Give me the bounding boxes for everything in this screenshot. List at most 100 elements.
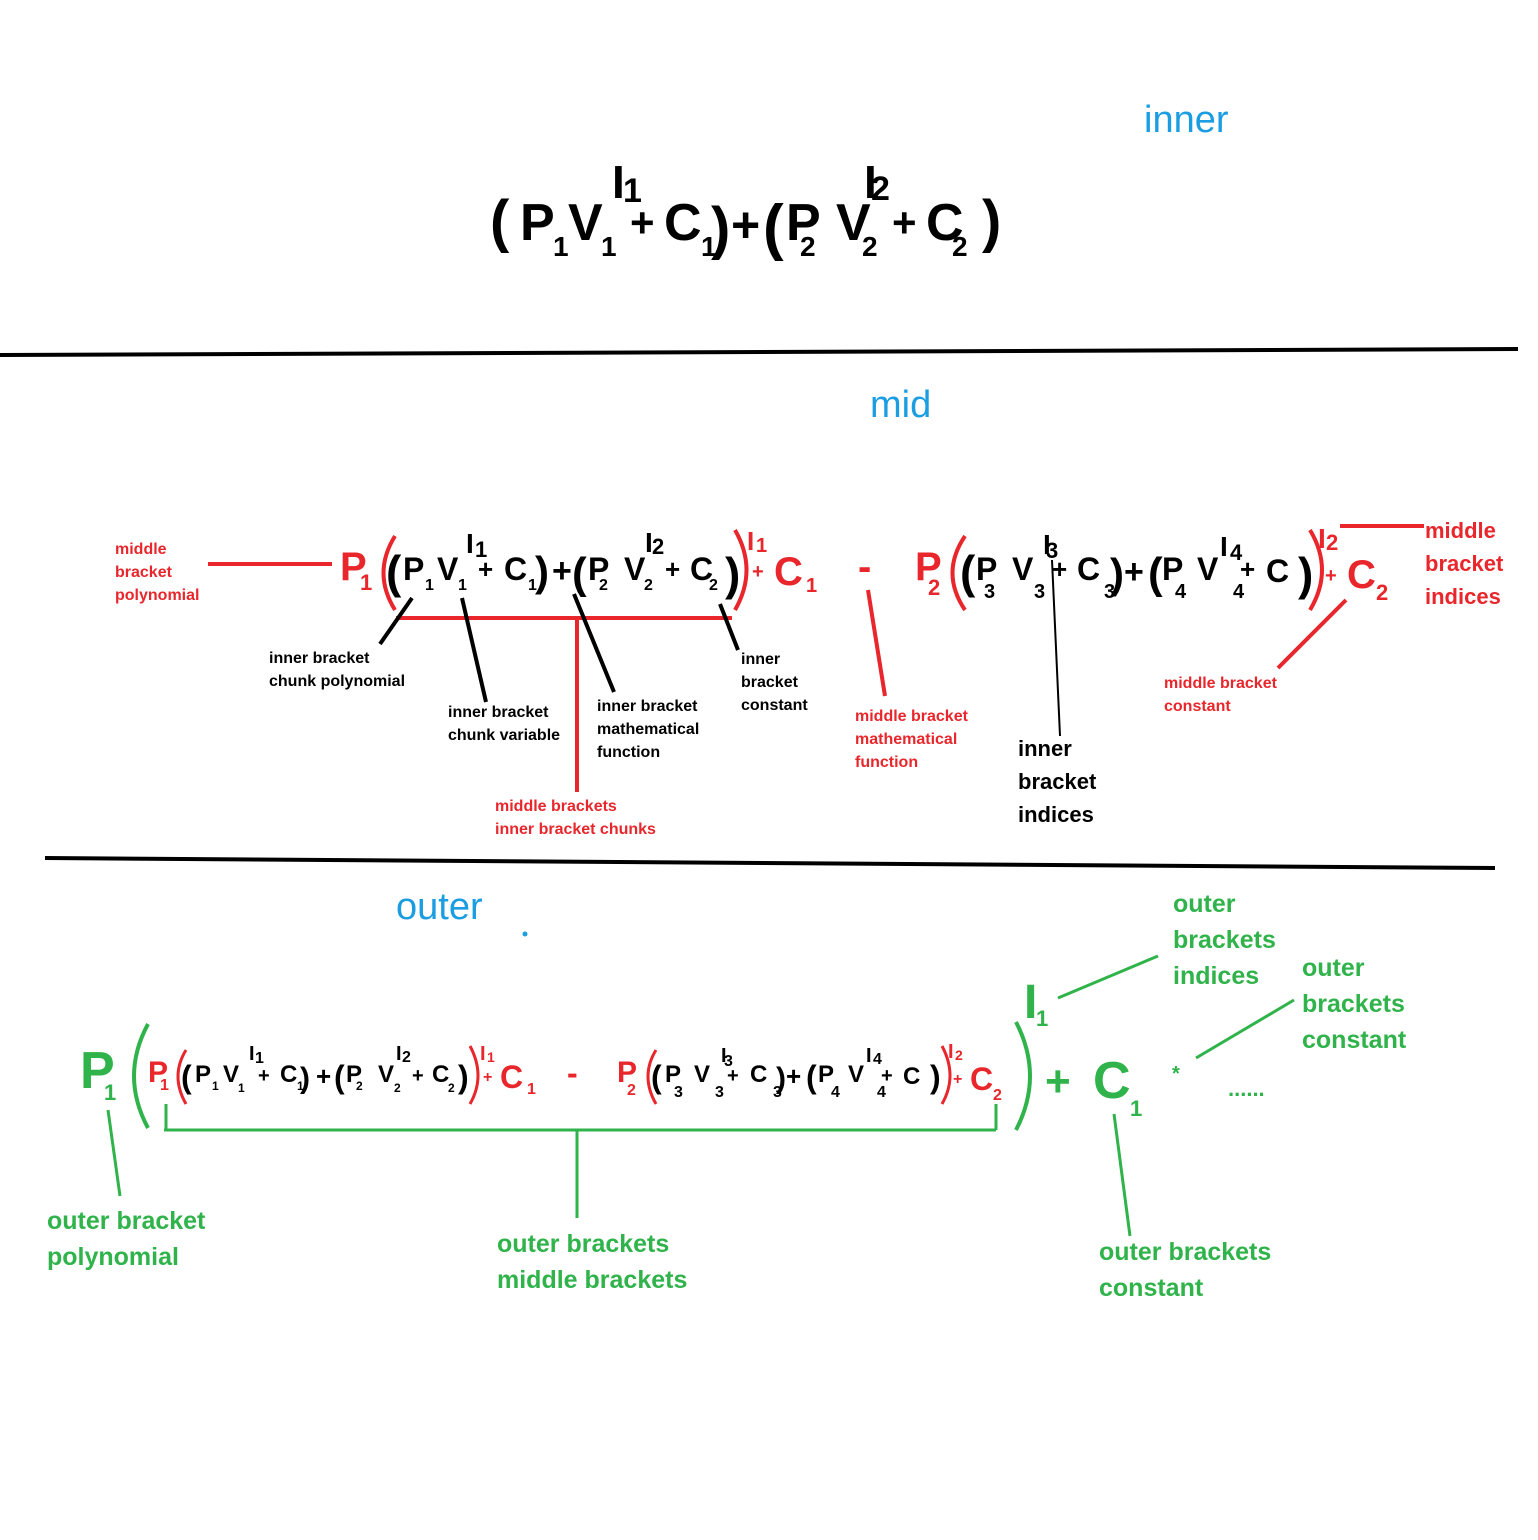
outer-green-open bbox=[132, 1023, 150, 1129]
label-outer-brackets-middle-brackets: outer brackets middle brackets bbox=[497, 1230, 687, 1294]
mid-I3: I bbox=[1043, 529, 1051, 560]
outer-V1-sub: 1 bbox=[238, 1081, 245, 1095]
mid-P1: P bbox=[340, 545, 367, 589]
mid-I1i: I bbox=[466, 528, 474, 559]
outer-plus-d: + bbox=[727, 1065, 739, 1087]
mid-open-d: ( bbox=[1148, 549, 1163, 598]
outer-P1i: P bbox=[195, 1061, 211, 1088]
section-title-outer: outer bbox=[396, 886, 483, 928]
outer-I2i-sub: 2 bbox=[402, 1049, 411, 1066]
inner-I2-sub: 2 bbox=[871, 170, 890, 208]
inner-plus-1: + bbox=[630, 199, 655, 246]
connector-outer-constant-right bbox=[1195, 998, 1295, 1060]
section-title-mid: mid bbox=[870, 384, 931, 426]
label-inner-bracket-math-function: inner bracket mathematical function bbox=[597, 698, 704, 761]
outer-V2-sub: 2 bbox=[394, 1081, 401, 1095]
mid-C3-sub: 3 bbox=[1104, 581, 1115, 603]
outer-C1: C bbox=[1093, 1052, 1131, 1110]
mid-V1: V bbox=[437, 551, 459, 587]
outer-I1i: I bbox=[249, 1043, 255, 1065]
mid-expression: P 1 ( P 1 V 1 I 1 + C 1 ) + ( P 2 V 2 I … bbox=[340, 523, 1388, 612]
outer-V4: V bbox=[848, 1061, 864, 1088]
mid-plus-d: + bbox=[1052, 554, 1067, 584]
outer-C2i: C bbox=[432, 1061, 449, 1088]
mid-P3-sub: 3 bbox=[984, 581, 995, 603]
inner-V2-sub: 2 bbox=[862, 231, 878, 262]
mid-I4-sub: 4 bbox=[1230, 540, 1243, 565]
outer-red-close-1 bbox=[468, 1045, 480, 1105]
mid-I2i: I bbox=[645, 527, 653, 558]
connector-middle-constant bbox=[1276, 598, 1348, 670]
mid-right-red-close bbox=[1308, 528, 1324, 612]
inner-open-bracket-2: ( bbox=[763, 193, 784, 262]
outer-C1i: C bbox=[280, 1061, 297, 1088]
outer-red-close-2 bbox=[940, 1045, 952, 1105]
mid-I2m: I bbox=[1318, 523, 1326, 554]
inner-C2-sub: 2 bbox=[952, 231, 968, 262]
mid-I1m: I bbox=[747, 526, 754, 556]
outer-I1m-sub: 1 bbox=[487, 1049, 495, 1065]
outer-P1-sub: 1 bbox=[104, 1080, 116, 1105]
inner-C2: C bbox=[926, 194, 964, 252]
connector-inner-constant bbox=[718, 603, 740, 651]
outer-plus-red-1: + bbox=[483, 1069, 492, 1086]
outer-open-d: ( bbox=[806, 1059, 817, 1095]
mid-close-a: ) bbox=[535, 548, 549, 595]
label-inner-bracket-indices: inner bracket indices bbox=[1018, 736, 1102, 827]
outer-C3: C bbox=[750, 1061, 767, 1088]
mid-P1i-sub: 1 bbox=[425, 577, 434, 594]
outer-close-d: ) bbox=[930, 1059, 941, 1095]
mid-C3: C bbox=[1077, 551, 1100, 587]
outer-V2: V bbox=[378, 1061, 394, 1088]
label-outer-brackets-indices: outer brackets indices bbox=[1173, 890, 1283, 990]
outer-C1m: C bbox=[500, 1059, 523, 1095]
mid-left-open: ( bbox=[386, 546, 402, 598]
outer-open-a: ( bbox=[181, 1059, 192, 1095]
inner-plus-2: + bbox=[731, 197, 760, 253]
outer-C2i-sub: 2 bbox=[448, 1081, 455, 1095]
inner-I1-sub: 1 bbox=[623, 172, 642, 210]
label-middle-brackets-inner-bracket-chunks: middle brackets inner bracket chunks bbox=[495, 798, 656, 838]
inner-close-bracket-2: ) bbox=[982, 189, 1001, 254]
connector-inner-indices bbox=[1051, 559, 1061, 737]
outer-plus-b: + bbox=[316, 1061, 331, 1091]
outer-ellipsis: ...... bbox=[1228, 1076, 1265, 1101]
mid-right-red-paren bbox=[950, 534, 967, 612]
outer-C3-sub: 3 bbox=[773, 1084, 782, 1101]
mid-plus-f: + bbox=[1240, 554, 1255, 584]
outer-V3: V bbox=[694, 1061, 710, 1088]
mid-C1m-sub: 1 bbox=[806, 575, 817, 597]
mid-V3-sub: 3 bbox=[1034, 581, 1045, 603]
outer-plus-c: + bbox=[412, 1065, 424, 1087]
inner-P2-sub: 2 bbox=[800, 231, 816, 262]
outer-V1: V bbox=[223, 1061, 239, 1088]
mid-close-e: ) bbox=[1298, 548, 1313, 600]
label-inner-bracket-constant: inner bracket constant bbox=[741, 651, 808, 714]
outer-connectors bbox=[106, 954, 1295, 1237]
stray-dot bbox=[522, 931, 528, 937]
inner-V2: V bbox=[836, 194, 871, 252]
mid-P1i: P bbox=[403, 551, 424, 587]
mid-C2m-sub: 2 bbox=[1376, 580, 1388, 605]
mid-P2i: P bbox=[588, 551, 609, 587]
label-outer-brackets-constant-bottom: outer brackets constant bbox=[1099, 1238, 1278, 1302]
outer-expression: P 1 P 1 ( P 1 V 1 I 1 + C 1 ) + ( P 2 V … bbox=[80, 976, 1265, 1131]
outer-plus-e: + bbox=[786, 1061, 801, 1091]
outer-C4: C bbox=[903, 1063, 920, 1090]
mid-plus-a: + bbox=[478, 554, 493, 584]
connector-outer-indices bbox=[1057, 954, 1159, 1000]
outer-I1: I bbox=[1024, 976, 1037, 1029]
outer-P3-sub: 3 bbox=[674, 1084, 683, 1101]
connector-outer-polynomial bbox=[106, 1109, 122, 1197]
label-outer-bracket-polynomial: outer bracket polynomial bbox=[47, 1207, 212, 1271]
inner-P2: P bbox=[786, 194, 821, 252]
outer-P3: P bbox=[665, 1061, 681, 1088]
section-title-inner: inner bbox=[1144, 99, 1229, 141]
mid-plus-e: + bbox=[1124, 553, 1144, 591]
label-middle-bracket-indices: middle bracket indices bbox=[1425, 518, 1509, 609]
outer-mid-P2: P bbox=[617, 1056, 637, 1089]
mid-V4-sub: 4 bbox=[1233, 581, 1245, 603]
mid-I2m-sub: 2 bbox=[1326, 530, 1338, 555]
mid-close-b: ) bbox=[725, 548, 740, 600]
connector-middle-math-function bbox=[866, 589, 887, 697]
